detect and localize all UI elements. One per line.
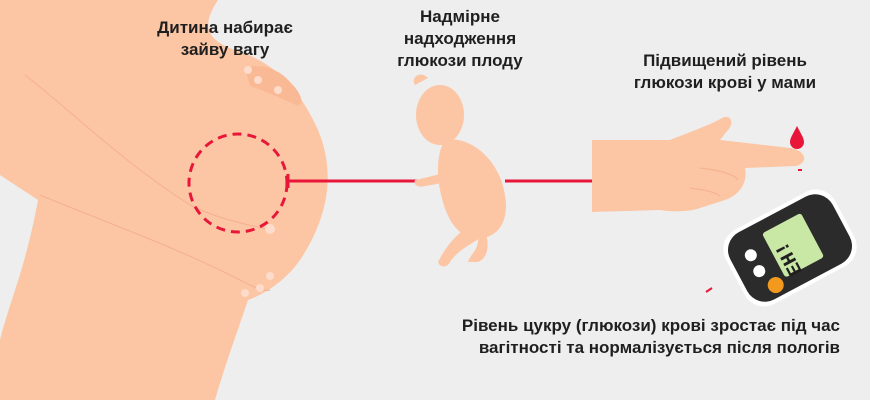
label-line: глюкози плоду bbox=[397, 51, 523, 70]
label-maternal-glucose: Підвищений рівень глюкози крові у мами bbox=[610, 50, 840, 94]
label-baby-weight: Дитина набирає зайву вагу bbox=[140, 17, 310, 61]
caption-line: вагітності та нормалізується після полог… bbox=[478, 338, 840, 357]
pointing-hand-illustration bbox=[592, 116, 805, 212]
pregnant-belly-illustration bbox=[0, 0, 328, 400]
blood-drop-icon bbox=[790, 126, 804, 149]
label-line: зайву вагу bbox=[180, 40, 270, 59]
label-line: Дитина набирає bbox=[157, 18, 293, 37]
label-line: Підвищений рівень bbox=[643, 51, 807, 70]
caption-line: Рівень цукру (глюкози) крові зростає під… bbox=[461, 316, 840, 335]
label-line: Надмірне bbox=[420, 7, 500, 26]
label-fetal-glucose: Надмірне надходження глюкози плоду bbox=[375, 6, 545, 72]
label-line: надходження bbox=[403, 29, 517, 48]
label-line: глюкози крові у мами bbox=[633, 73, 817, 92]
glucometer-illustration bbox=[723, 189, 857, 307]
fetus-illustration bbox=[413, 74, 506, 267]
caption: Рівень цукру (глюкози) крові зростає під… bbox=[462, 315, 840, 359]
